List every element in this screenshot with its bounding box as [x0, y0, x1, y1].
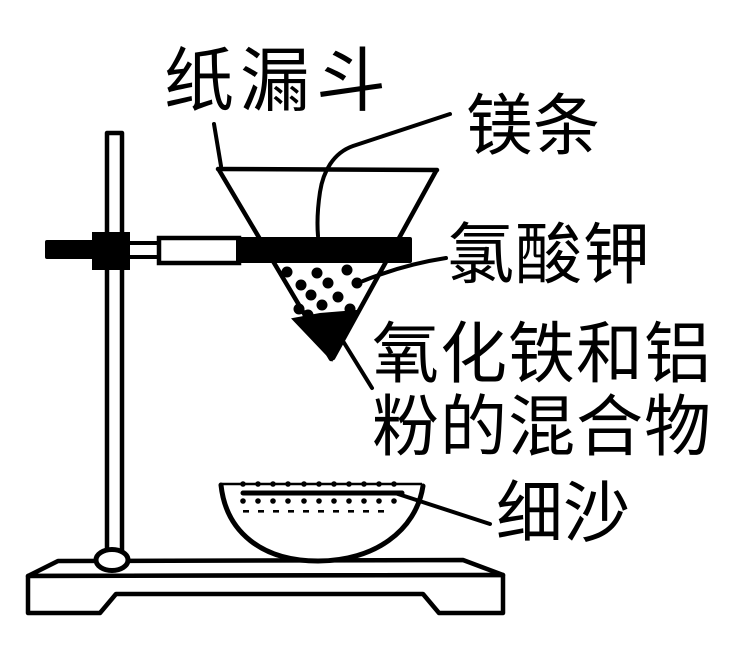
paper-funnel-label: 纸漏斗: [164, 44, 392, 121]
mixture-triangle: [291, 309, 358, 362]
mixture-label-line1: 氧化铁和铝: [372, 318, 712, 392]
dish-bowl-outline: [218, 482, 426, 564]
mixture-label-line2: 粉的混合物: [372, 391, 712, 465]
clamp-connector: [126, 241, 163, 259]
clamp: [45, 232, 242, 270]
leader-paper-funnel: [212, 122, 223, 168]
sand-dashes-row: [243, 510, 384, 513]
potassium-chlorate-label: 氯酸钾: [447, 219, 651, 293]
clamp-thumbscrew: [45, 240, 95, 259]
rod-base-collar: [93, 547, 131, 573]
funnel-right-wall: [330, 168, 439, 361]
ring-stand: [25, 130, 506, 616]
leader-lines: [212, 112, 492, 526]
fine-sand-label: 细沙: [496, 477, 630, 551]
magnesium-strip: [236, 237, 412, 263]
leader-potassium-chlorate: [361, 256, 448, 283]
sand-dots-row-mid: [240, 498, 397, 504]
clamp-arm: [156, 235, 242, 266]
mixture-label: 氧化铁和铝 粉的混合物: [372, 319, 712, 465]
magnesium-strip-label: 镁条: [466, 90, 600, 164]
leader-magnesium: [315, 112, 452, 238]
clamp-boss-head: [92, 232, 130, 270]
stand-rod: [104, 130, 125, 564]
leader-fine-sand: [396, 492, 492, 526]
evaporating-dish: [218, 481, 426, 564]
stand-base-front: [25, 572, 506, 616]
sand-dots-row-top: [240, 481, 397, 487]
leader-mixture: [336, 331, 374, 390]
